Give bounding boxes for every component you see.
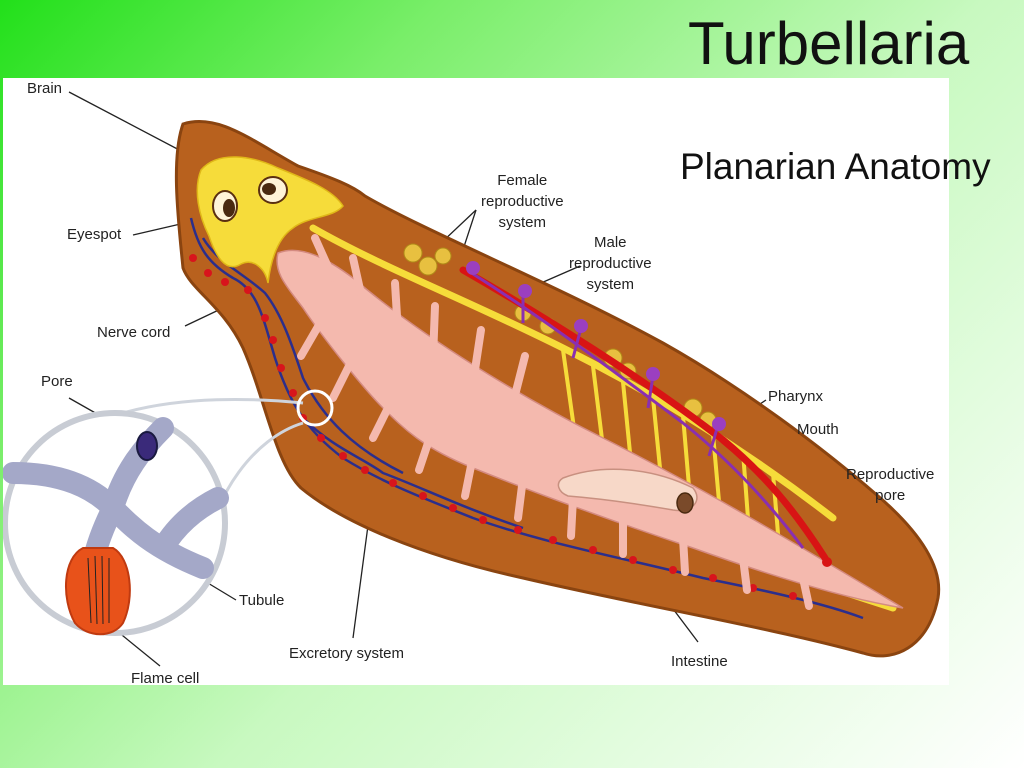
slide-title: Turbellaria — [688, 14, 969, 74]
pharynx-label: Pharynx — [768, 386, 823, 407]
female-reproductive-label: Female reproductive system — [481, 170, 564, 233]
nerve-cord-label: Nerve cord — [97, 322, 170, 343]
male-reproductive-label: Male reproductive system — [569, 232, 652, 295]
slide-subtitle: Planarian Anatomy — [680, 148, 991, 185]
mouth-label: Mouth — [797, 419, 839, 440]
excretory-system-label: Excretory system — [289, 643, 404, 664]
pore-label: Pore — [41, 371, 73, 392]
flame-cell-bulb — [66, 548, 130, 634]
tubule-label: Tubule — [239, 590, 284, 611]
reproductive-pore-dot — [822, 557, 832, 567]
brain-label: Brain — [27, 78, 62, 99]
flame-cell-label: Flame cell — [131, 668, 199, 689]
pore-opening — [137, 432, 157, 460]
eyespot-label: Eyespot — [67, 224, 121, 245]
mouth-opening — [677, 493, 693, 513]
reproductive-pore-label: Reproductive pore — [846, 464, 934, 506]
intestine-label: Intestine — [671, 651, 728, 672]
